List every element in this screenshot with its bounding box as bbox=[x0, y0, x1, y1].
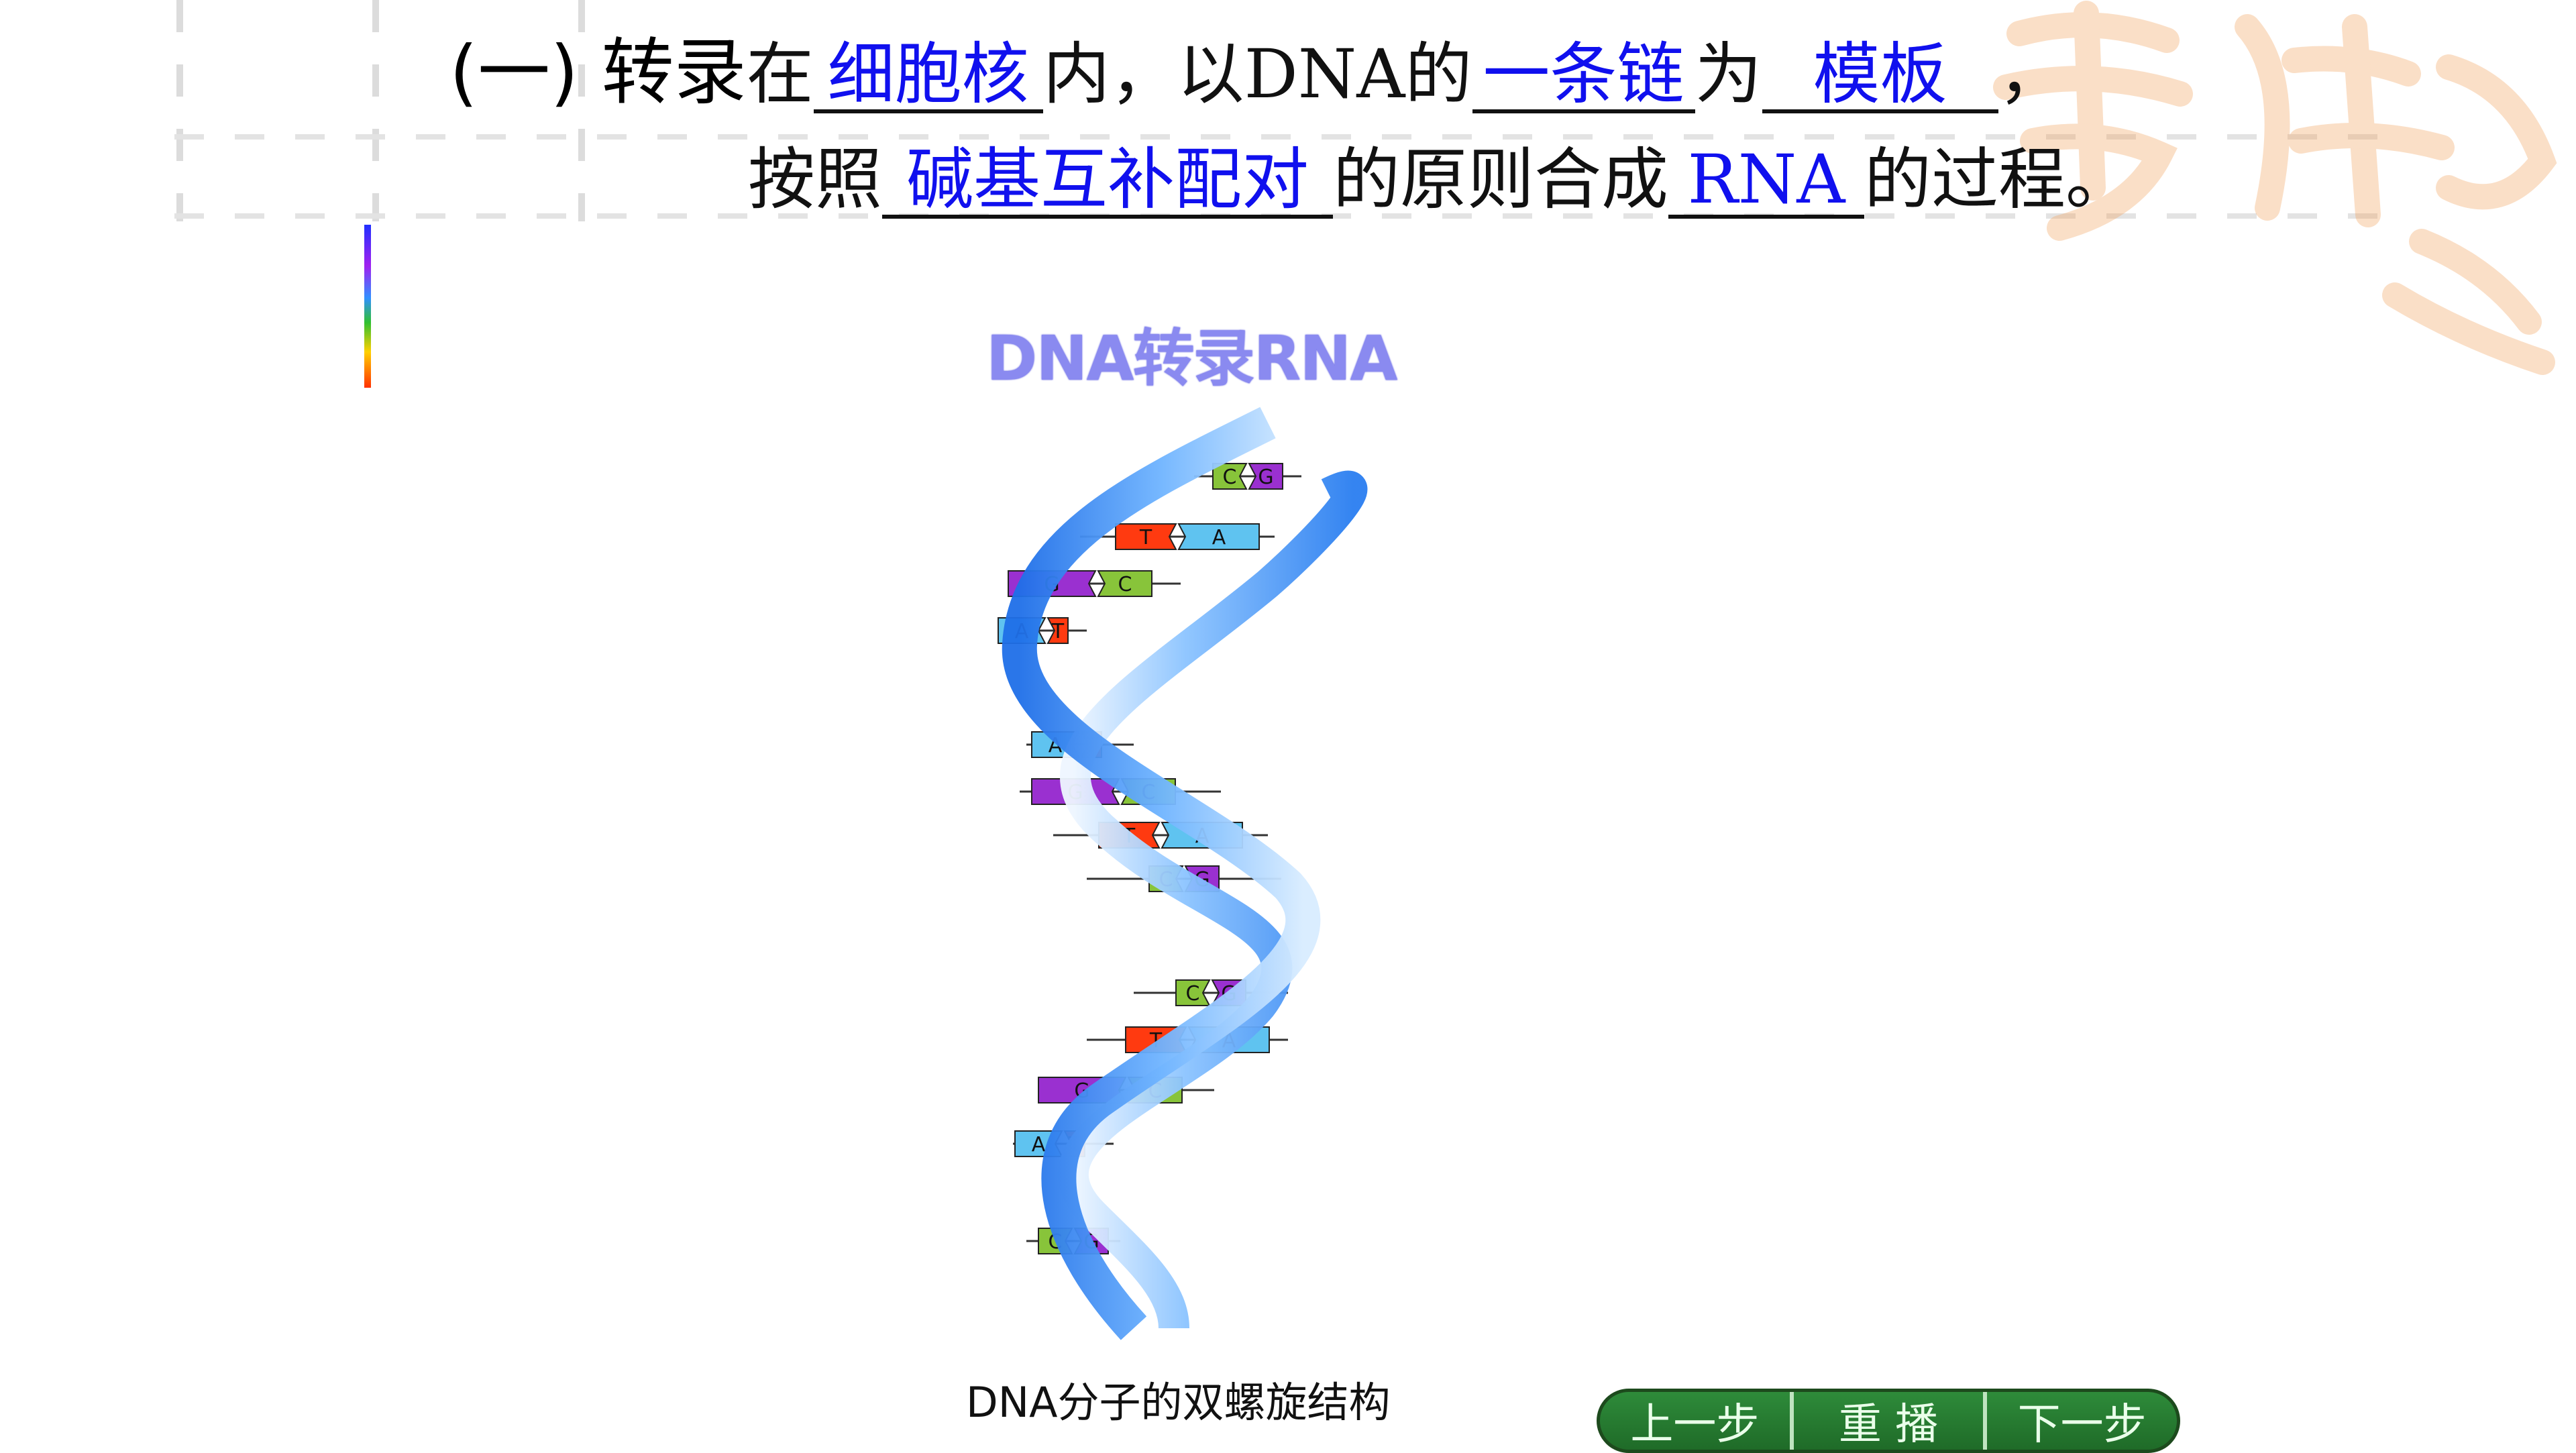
nucleotide-base bbox=[1097, 570, 1152, 597]
dna-strand-back bbox=[1058, 470, 1368, 1330]
section-label: (一) 转录 bbox=[449, 31, 747, 115]
text-fragment: 内，以DNA的 bbox=[1042, 35, 1472, 113]
text-fragment: 按照 bbox=[748, 140, 882, 219]
nucleotide-letter: A bbox=[1032, 1133, 1046, 1156]
nucleotide-letter: A bbox=[1212, 526, 1226, 549]
nucleotide-base bbox=[1177, 523, 1260, 550]
previous-step-button[interactable]: 上一步 bbox=[1600, 1392, 1794, 1450]
nucleotide-letter: G bbox=[1258, 466, 1273, 489]
text-fragment: 为 bbox=[1695, 35, 1762, 113]
replay-button[interactable]: 重 播 bbox=[1794, 1392, 1988, 1450]
grid-line bbox=[174, 134, 2388, 140]
playback-controls: 上一步 重 播 下一步 bbox=[1597, 1389, 2180, 1453]
blank-nucleus[interactable]: 细胞核 bbox=[813, 39, 1043, 113]
nucleotide-base bbox=[1212, 463, 1248, 490]
text-fragment: ， bbox=[1998, 35, 2065, 113]
text-fragment: 在 bbox=[746, 35, 814, 113]
nucleotide-base bbox=[1248, 463, 1283, 490]
blank-one-strand[interactable]: 一条链 bbox=[1472, 39, 1695, 113]
nucleotide-letter: C bbox=[1186, 982, 1200, 1006]
blank-rna[interactable]: RNA bbox=[1668, 144, 1864, 219]
blank-base-pairing[interactable]: 碱基互补配对 bbox=[882, 144, 1333, 219]
nucleotide-base bbox=[1175, 979, 1211, 1006]
text-fragment: 的原则合成 bbox=[1333, 140, 1668, 219]
nucleotide-base bbox=[1046, 617, 1069, 644]
blank-template[interactable]: 模板 bbox=[1762, 39, 1998, 113]
nucleotide-base bbox=[1115, 523, 1177, 550]
nucleotide-letter: C bbox=[1118, 573, 1132, 596]
grid-line bbox=[578, 0, 585, 221]
dna-strand-front bbox=[1002, 407, 1321, 1340]
accent-bar bbox=[364, 225, 371, 388]
figure-caption: DNA分子的双螺旋结构 bbox=[966, 1378, 1391, 1427]
nucleotide-letter: C bbox=[1223, 466, 1237, 489]
animation-title: DNA转录RNA bbox=[986, 323, 1398, 394]
heading-line-1: (一) 转录在细胞核内，以DNA的一条链为模板， bbox=[449, 37, 2065, 113]
watermark-logo bbox=[1993, 1, 2557, 375]
grid-line bbox=[176, 0, 183, 221]
nucleotide-letter: T bbox=[1139, 526, 1152, 549]
grid-line bbox=[372, 0, 379, 221]
nucleotide-letter: T bbox=[1051, 620, 1065, 643]
text-fragment: 的过程。 bbox=[1864, 140, 2133, 219]
next-step-button[interactable]: 下一步 bbox=[2017, 1400, 2147, 1450]
